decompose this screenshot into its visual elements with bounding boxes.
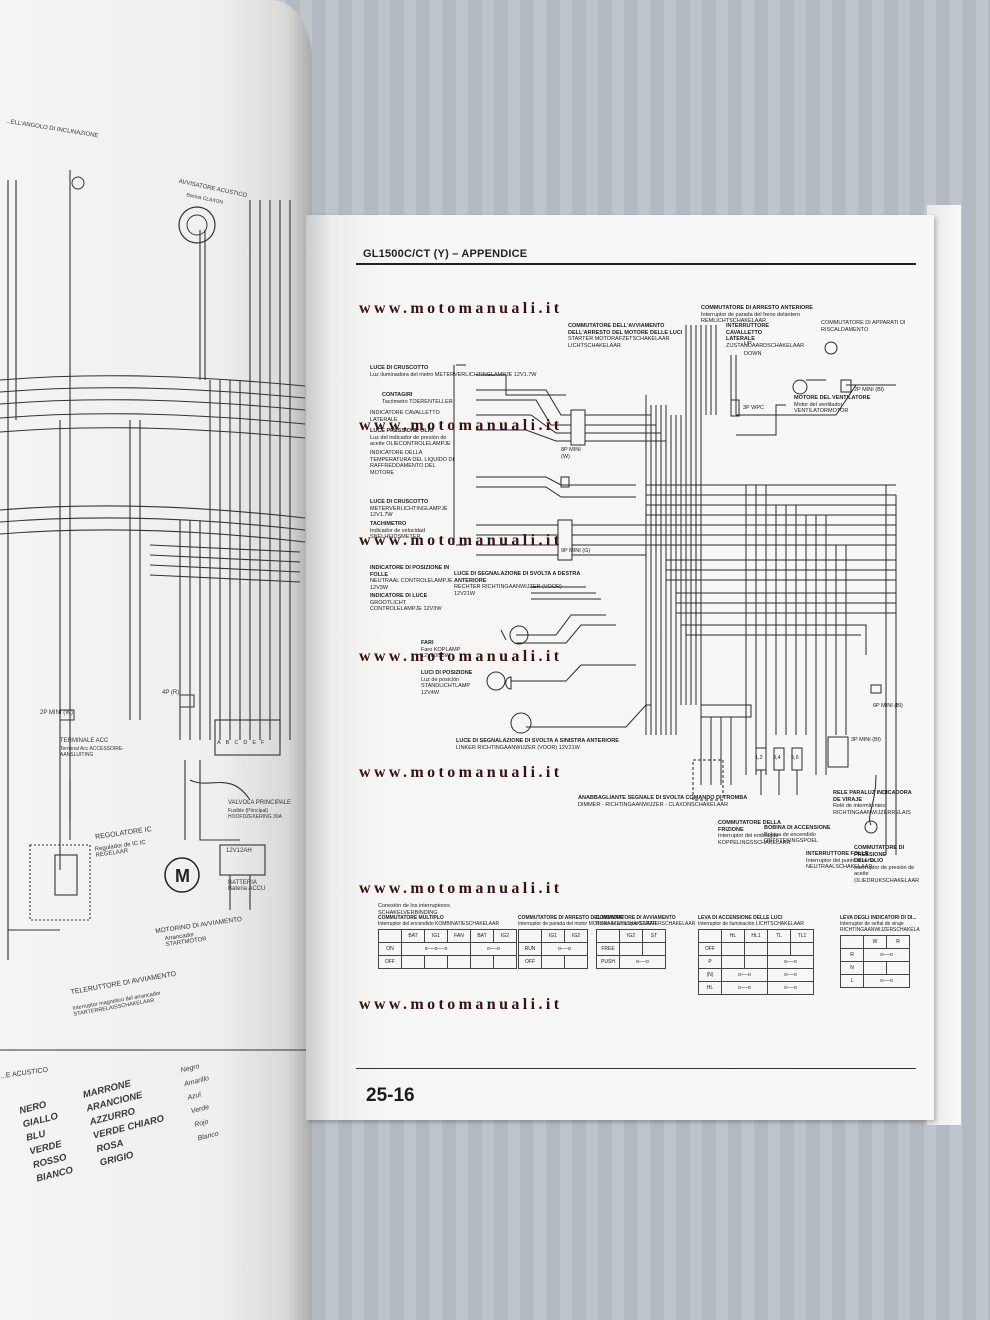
right-wiring-diagram (453, 325, 897, 855)
footer-rule (356, 1068, 916, 1069)
left-wiring-diagram: M (0, 170, 310, 1051)
left-page: M ...ELL'ANGOLO DI INCLINAZIONE AVVISATO… (0, 0, 312, 1320)
label-riscaldamento: COMMUTATORE DI APPARATI DI RISCALDAMENTO (821, 320, 906, 333)
page-header-title: GL1500C/CT (Y) – APPENDICE (363, 248, 528, 260)
svg-text:M: M (175, 866, 190, 886)
page-number: 25-16 (366, 1085, 415, 1106)
acc-connector-label: 2P MINI (W) (40, 710, 73, 716)
fuse-num-2: 3,4 (773, 755, 781, 761)
acc-terminal-sub: Terminal Acc ACCESSOIRE-AANSLUITING (60, 746, 124, 758)
label-connector-2p: 2P MINI (Bl) (854, 387, 884, 393)
watermark-1: www.motomanuali.it (359, 300, 563, 317)
acc-terminal-label: TERMINALE ACC (60, 738, 109, 744)
watermark-7: www.motomanuali.it (359, 996, 563, 1013)
battery-label: BATTERIA Bateria ACCU (228, 880, 266, 892)
main-valve-label: VALVOLA PRINCIPALE (228, 800, 292, 806)
label-comm-avviamento: COMMUTATORE DELL'AVVIAMENTO DELL'ARRESTO… (568, 323, 683, 349)
label-cavalletto: INDICATORE CAVALLETTO LATERALE (370, 410, 440, 423)
label-svolta-sx: LUCE DI SEGNALAZIONE DI SVOLTA A SINISTR… (456, 738, 619, 751)
label-down: DOWN (744, 351, 762, 357)
connector-4p-label: 4P (R) (162, 690, 180, 696)
watermark-6: www.motomanuali.it (359, 880, 563, 897)
label-abbagliamento: ANABBAGLIANTE SEGNALE DI SVOLTA COMANDO … (578, 795, 748, 808)
label-connector-8p: 8P MINI (W) (561, 447, 581, 460)
watermark-4: www.motomanuali.it (359, 648, 563, 665)
watermark-2: www.motomanuali.it (359, 417, 563, 434)
fuse-num-3: 5,6 (791, 755, 799, 761)
fuse-num-1: 1,2 (755, 755, 763, 761)
label-up: UP (744, 341, 752, 347)
watermark-5: www.motomanuali.it (359, 764, 563, 781)
header-rule (356, 263, 916, 265)
switch-table-indicatori: LEVA DEGLI INDICATORI DI DI...Interrupto… (840, 915, 920, 988)
battery-capacity: 12V12AH (226, 848, 252, 854)
label-temperatura: INDICATORE DELLA TEMPERATURA DEL LIQUIDO… (370, 450, 455, 476)
label-svolta-dx: LUCE DI SEGNALAZIONE DI SVOLTA A DESTRA … (454, 571, 581, 597)
label-connector-3p: 3P WPC (743, 405, 764, 411)
horn-symbol (178, 206, 216, 244)
label-connector-3pmini: 3P MINI (Bl) (851, 737, 881, 743)
right-page: GL1500C/CT (Y) – APPENDICE (306, 215, 934, 1120)
label-connector-9p: 9P MINI (G) (561, 548, 591, 554)
label-connector-6p: 6P MINI (Bl) (873, 703, 903, 709)
main-valve-sub: Fusible (Principal) HOOFDZEKERING 30A (228, 808, 282, 820)
starter-motor-symbol (164, 857, 200, 893)
switch-caption: Conexión de los interruptores SCHAKELVER… (378, 903, 450, 916)
watermark-3: www.motomanuali.it (359, 532, 563, 549)
fuse-letters: ABCDEF (217, 740, 270, 746)
